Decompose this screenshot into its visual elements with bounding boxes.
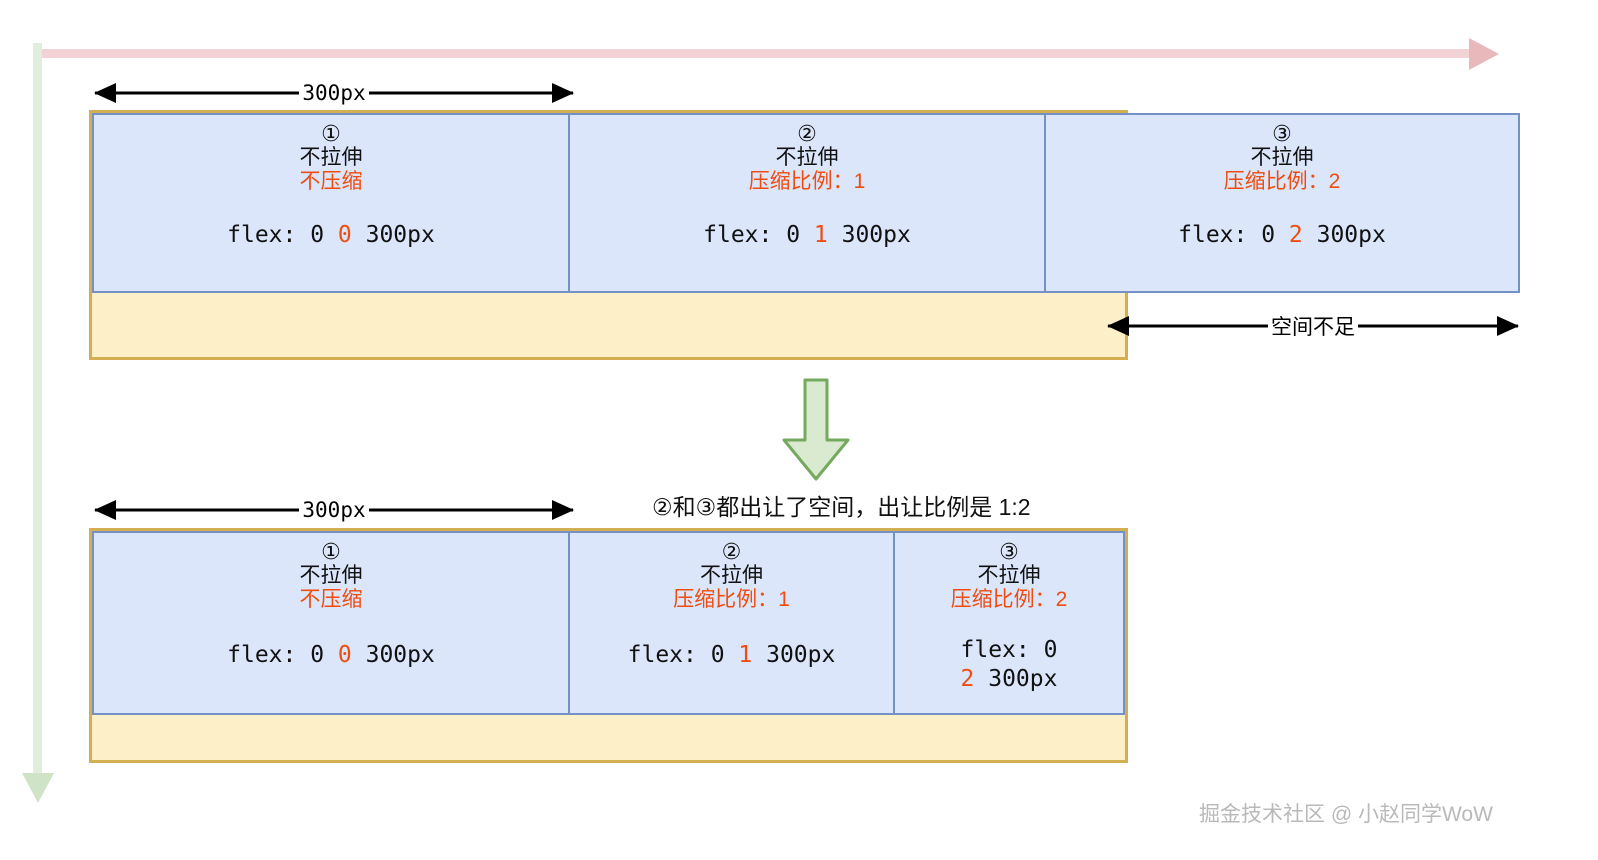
pink-axis-bar [33, 49, 1469, 58]
flex-item-2-before: ② 不拉伸 压缩比例：1 flex: 0 1 300px [568, 115, 1044, 291]
item-shrink-text: 压缩比例：2 [950, 588, 1068, 612]
item-grow-text: 不拉伸 [775, 146, 839, 170]
pink-horizontal-axis-arrow [33, 38, 1499, 70]
code-suffix: 300px [974, 666, 1058, 693]
item-number: ① [321, 122, 341, 147]
arrowhead-right-icon [552, 500, 574, 520]
item-grow-text: 不拉伸 [1250, 146, 1314, 170]
code-suffix: 300px [1302, 222, 1386, 249]
item-number: ③ [999, 540, 1019, 565]
code-prefix: flex: 0 [627, 642, 739, 669]
item-flex-code: flex: 0 2 300px [1172, 222, 1392, 248]
arrowhead-right-icon [552, 83, 574, 103]
flex-item-2-after: ② 不拉伸 压缩比例：1 flex: 0 1 300px [568, 533, 893, 713]
item-shrink-text: 压缩比例：2 [1223, 170, 1341, 194]
green-axis-arrowhead-icon [21, 773, 54, 803]
flex-items-row-before: ① 不拉伸 不压缩 flex: 0 0 300px ② 不拉伸 压缩比例：1 f… [92, 113, 1520, 293]
measure-label-insufficient-space: 空间不足 [1268, 311, 1358, 341]
measure-300px-top: 300px [94, 80, 574, 106]
code-prefix: flex: 0 [703, 222, 814, 249]
code-shrink-value: 2 [960, 666, 975, 693]
transition-note: ②和③都出让了空间，出让比例是 1:2 [652, 494, 1031, 520]
item-grow-text: 不拉伸 [299, 146, 363, 170]
item-grow-text: 不拉伸 [977, 564, 1041, 588]
arrowhead-left-icon [94, 500, 116, 520]
item-number: ② [721, 540, 742, 565]
flex-item-1-before: ① 不拉伸 不压缩 flex: 0 0 300px [94, 115, 568, 291]
code-shrink-value: 0 [337, 642, 352, 669]
code-prefix: flex: 0 [227, 642, 338, 669]
item-flex-code: flex: 0 0 300px [221, 642, 441, 668]
item-shrink-text: 压缩比例：1 [673, 588, 790, 612]
code-prefix: flex: 0 [227, 222, 338, 249]
measure-300px-bottom: 300px [94, 497, 574, 523]
measure-insufficient-space: 空间不足 [1107, 311, 1519, 341]
item-number: ② [797, 122, 817, 147]
code-shrink-value: 1 [738, 642, 753, 669]
item-grow-text: 不拉伸 [700, 564, 763, 588]
green-axis-bar [33, 43, 42, 773]
item-flex-code: flex: 0 0 300px [221, 222, 441, 248]
watermark: 掘金技术社区 @ 小赵同学WoW [1199, 803, 1493, 826]
item-number: ③ [1272, 122, 1292, 147]
transition-down-arrow-icon [780, 378, 852, 482]
item-grow-text: 不拉伸 [299, 564, 363, 588]
code-suffix: 300px [752, 642, 836, 669]
code-prefix: flex: 0 [1178, 222, 1289, 249]
code-suffix: 300px [827, 222, 911, 249]
code-shrink-value: 0 [337, 222, 352, 249]
measure-label-300px-bottom: 300px [299, 498, 369, 522]
flex-items-row-after: ① 不拉伸 不压缩 flex: 0 0 300px ② 不拉伸 压缩比例：1 f… [92, 531, 1125, 715]
pink-axis-arrowhead-icon [1469, 38, 1499, 70]
code-prefix: flex: 0 [960, 637, 1058, 664]
code-shrink-value: 2 [1288, 222, 1303, 249]
item-number: ① [321, 540, 341, 565]
flex-item-3-before: ③ 不拉伸 压缩比例：2 flex: 0 2 300px [1044, 115, 1518, 291]
arrowhead-left-icon [1107, 316, 1129, 336]
item-flex-code: flex: 0 1 300px [697, 222, 917, 248]
item-shrink-text: 不压缩 [299, 170, 363, 194]
code-shrink-value: 1 [813, 222, 828, 249]
measure-label-300px-top: 300px [299, 81, 369, 105]
item-flex-code: flex: 0 1 300px [622, 642, 842, 668]
item-shrink-text: 不压缩 [299, 588, 363, 612]
arrowhead-left-icon [94, 83, 116, 103]
flex-item-1-after: ① 不拉伸 不压缩 flex: 0 0 300px [94, 533, 568, 713]
code-suffix: 300px [351, 642, 435, 669]
item-shrink-text: 压缩比例：1 [748, 170, 866, 194]
green-vertical-axis-arrow [21, 43, 54, 803]
code-suffix: 300px [351, 222, 435, 249]
arrowhead-right-icon [1497, 316, 1519, 336]
